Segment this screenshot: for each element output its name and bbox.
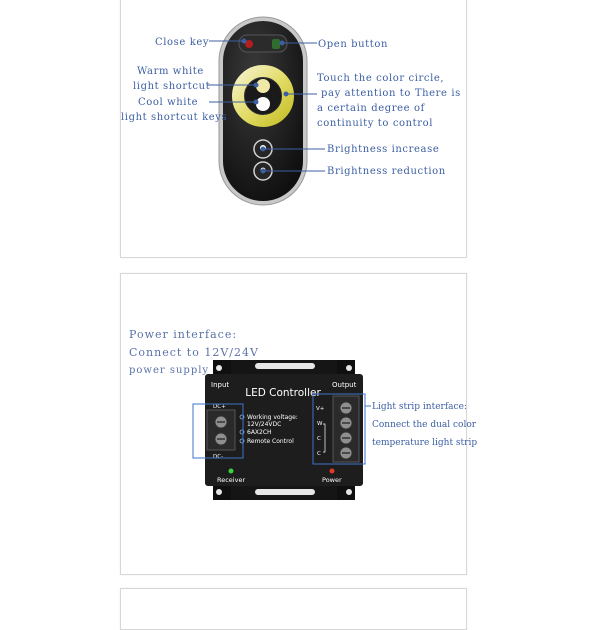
remote-illustration: TC xyxy=(207,16,325,206)
strip-interface-label: Light strip interface: Connect the dual … xyxy=(372,398,477,452)
strip-interface-line3: temperature light strip xyxy=(372,438,478,448)
input-highlight-box xyxy=(192,403,244,459)
cool-white-label-line1: Cool white xyxy=(138,97,199,108)
touch-circle-line4: continuity to control xyxy=(317,118,434,129)
touch-circle-label: Touch the color circle, pay attention to… xyxy=(317,71,461,131)
brightness-increase-label: Brightness increase xyxy=(327,144,440,155)
out-term-1: V+ xyxy=(316,406,325,412)
power-led xyxy=(329,468,335,474)
mount-hole-br xyxy=(346,489,352,495)
brightness-increase-line-end xyxy=(260,146,266,152)
warm-white-key xyxy=(256,79,270,93)
controller-title: LED Controller xyxy=(245,387,321,399)
controller-body xyxy=(205,374,363,486)
dc-plus-label: DC+ xyxy=(213,404,226,410)
warm-white-label-line2: light shortcut xyxy=(133,81,211,92)
out-term-4: C xyxy=(317,451,321,457)
touch-circle-line1: Touch the color circle, xyxy=(317,73,445,84)
power-label: Power xyxy=(322,476,342,484)
spec-bullet-2 xyxy=(239,429,245,435)
ring-inner xyxy=(245,78,281,114)
strip-interface-line2: Connect the dual color xyxy=(372,420,477,430)
warm-white-label: Warm white light shortcut xyxy=(133,66,210,93)
controller-illustration: Input Output LED Controller DC+ DC- Work… xyxy=(192,360,371,500)
mount-slot-top xyxy=(255,363,315,369)
touch-circle-line2: pay attention to There is xyxy=(321,88,461,99)
spec-bullet-1 xyxy=(239,414,245,420)
spec-line-1: Working voltage: xyxy=(247,414,298,421)
spec-line-2: 12V/24VDC xyxy=(247,421,281,428)
power-interface-line2: Connect to 12V/24V xyxy=(129,346,259,359)
warm-white-line-end xyxy=(253,82,259,88)
cool-white-line-end xyxy=(253,99,259,105)
brightness-reduction-line-end xyxy=(260,168,266,174)
open-button-label: Open button xyxy=(318,39,389,50)
output-highlight-box xyxy=(312,393,366,465)
power-interface-line3: power supply xyxy=(129,365,210,376)
mount-hole-tr xyxy=(346,365,352,371)
close-key-label: Close key xyxy=(155,37,210,48)
strip-interface-line1: Light strip interface: xyxy=(372,402,467,412)
warm-white-label-line1: Warm white xyxy=(137,66,204,77)
color-ring xyxy=(232,65,294,127)
receiver-label: Receiver xyxy=(217,476,245,484)
input-label: Input xyxy=(211,381,229,389)
cool-white-label-line2: light shortcut keys xyxy=(121,112,228,123)
out-term-bracket xyxy=(323,423,326,453)
controller-panel: Input Output LED Controller DC+ DC- Work… xyxy=(120,273,477,575)
close-key-dot xyxy=(245,40,253,48)
brightness-reduction-label: Brightness reduction xyxy=(327,166,446,177)
mount-slot-bottom xyxy=(255,489,315,495)
remote-panel: TC Close key Open button xyxy=(120,0,467,258)
out-term-3: C xyxy=(317,436,321,442)
close-key-line-end xyxy=(241,38,247,44)
spec-line-3: 6AX2CH xyxy=(247,429,272,436)
power-interface-line1: Power interface: xyxy=(129,328,238,341)
open-key-mark xyxy=(272,39,280,49)
touch-circle-line3: a certain degree of xyxy=(317,103,425,114)
next-panel xyxy=(120,588,467,630)
ring-line-end xyxy=(283,91,289,97)
spec-bullet-3 xyxy=(239,438,245,444)
mount-hole-bl xyxy=(216,489,222,495)
open-button-line-end xyxy=(279,40,285,46)
out-term-2: W xyxy=(317,421,323,427)
cool-white-key xyxy=(256,97,270,111)
receiver-led xyxy=(228,468,234,474)
power-interface-label: Power interface: Connect to 12V/24V powe… xyxy=(129,326,259,380)
dc-minus-label: DC- xyxy=(213,454,223,460)
mount-hole-tl xyxy=(216,365,222,371)
spec-line-4: Remote Control xyxy=(247,438,294,445)
output-label: Output xyxy=(332,381,357,389)
cool-white-label: Cool white light shortcut keys xyxy=(121,97,227,124)
